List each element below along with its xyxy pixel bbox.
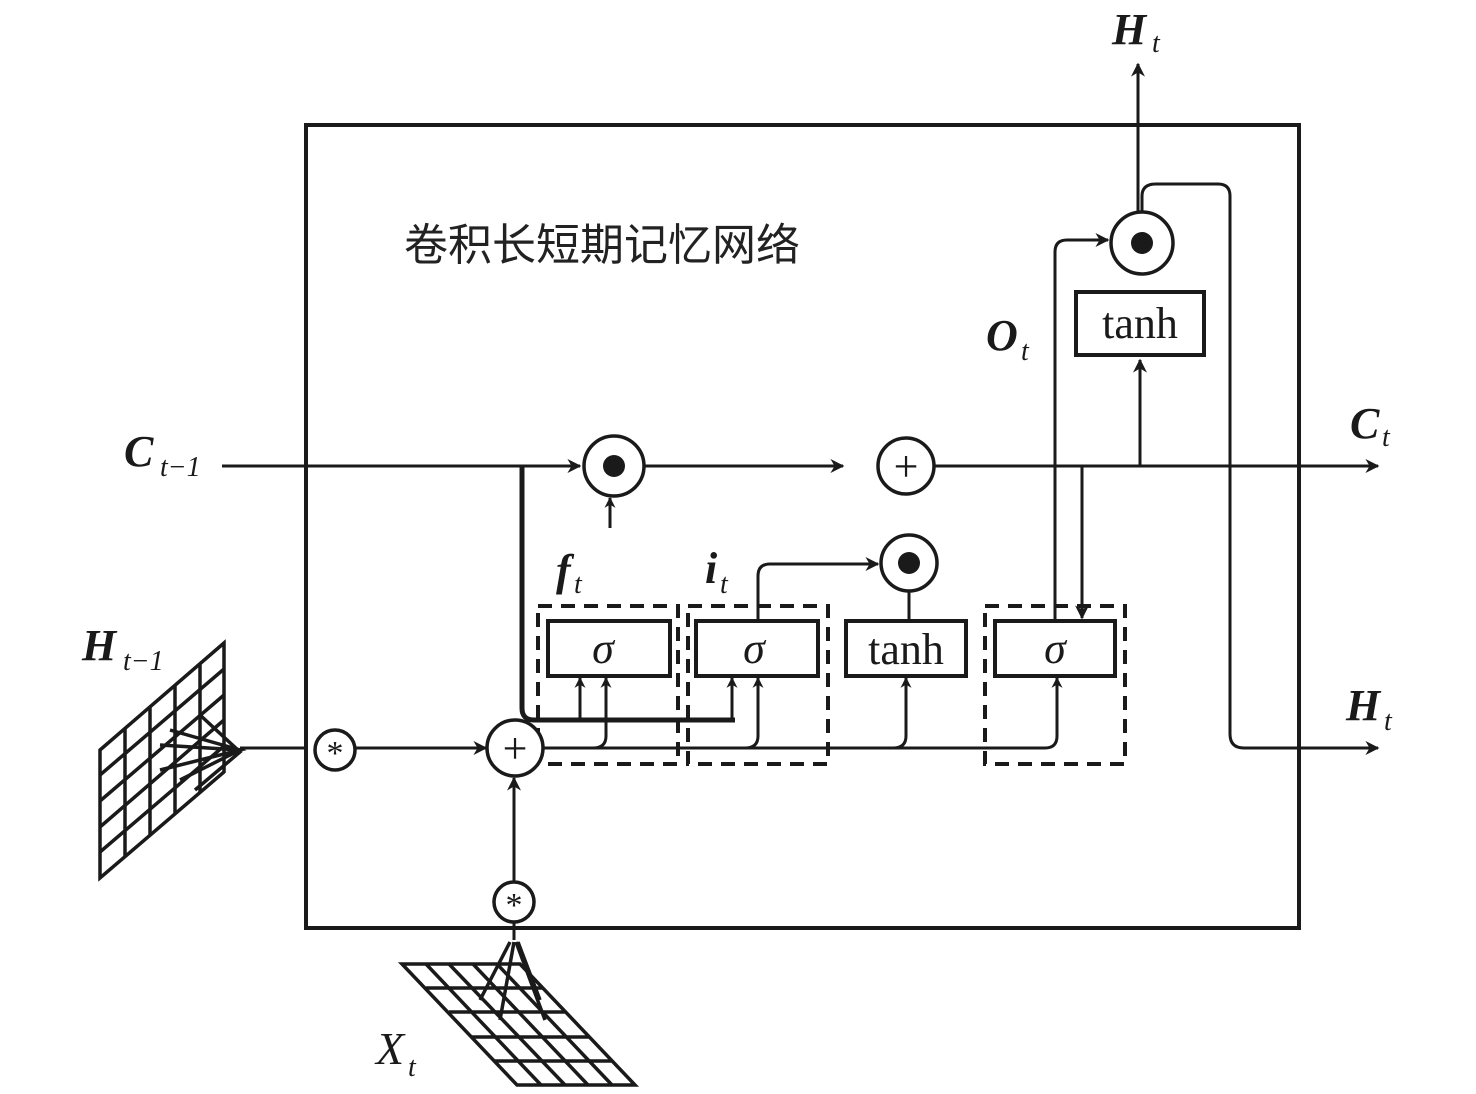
svg-text:*: * [506, 887, 523, 924]
label-h-next-top: H t [1111, 5, 1161, 59]
input-bus-line [543, 676, 1063, 750]
input-multiply-node [879, 533, 939, 593]
candidate-tanh-block: tanh [844, 619, 968, 678]
svg-text:σ: σ [743, 624, 767, 673]
label-input-gate: i t [705, 544, 729, 600]
svg-text:X: X [374, 1023, 406, 1074]
peephole-thick-line [519, 466, 735, 723]
bus-to-forget-b [592, 676, 612, 750]
svg-text:H: H [1111, 5, 1148, 54]
svg-text:t: t [720, 569, 729, 600]
label-c-next: C t [1350, 399, 1391, 453]
convlstm-cell-frame [304, 123, 1301, 930]
svg-text:t: t [1021, 336, 1030, 367]
svg-text:tanh: tanh [868, 625, 944, 674]
cell-tanh-block: tanh [1074, 290, 1206, 357]
x-input-feature-map-icon [397, 941, 640, 1087]
svg-text:C: C [124, 427, 154, 476]
label-output-gate: O t [986, 311, 1030, 367]
x-conv-node: * [492, 880, 536, 924]
cell-add-node: + [876, 436, 936, 496]
label-h-next-right: H t [1345, 681, 1393, 737]
h-conv-node: * [313, 728, 357, 772]
bus-to-input-b [744, 676, 764, 750]
svg-text:t: t [1384, 706, 1393, 737]
label-x-input: X t [374, 1023, 417, 1083]
svg-text:C: C [1350, 399, 1380, 448]
output-gate-line [1053, 233, 1110, 621]
svg-text:O: O [986, 311, 1018, 360]
svg-text:t: t [1382, 422, 1391, 453]
output-sigma-block: σ [993, 619, 1117, 678]
svg-text:tanh: tanh [1102, 299, 1178, 348]
input-sigma-block: σ [694, 619, 820, 678]
label-c-prev: C t−1 [124, 427, 201, 483]
h-next-right-line [1140, 182, 1380, 755]
svg-text:H: H [81, 621, 118, 670]
forget-multiply-node [582, 434, 646, 498]
svg-text:f: f [556, 546, 575, 595]
svg-text:+: + [894, 442, 919, 491]
svg-text:t: t [408, 1052, 417, 1083]
output-multiply-node [1109, 210, 1175, 276]
forget-gate-group [536, 604, 680, 766]
svg-text:+: + [503, 724, 528, 773]
svg-text:t−1: t−1 [160, 452, 201, 483]
diagram-title: 卷积长短期记忆网络 [404, 220, 800, 271]
h-prev-feature-map-icon [98, 639, 247, 882]
svg-text:i: i [705, 544, 718, 593]
input-sum-node: + [485, 718, 545, 778]
forget-sigma-block: σ [546, 619, 672, 678]
input-gate-output-arrow [756, 557, 880, 621]
svg-text:σ: σ [1044, 624, 1068, 673]
svg-text:t: t [574, 569, 583, 600]
svg-text:H: H [1345, 681, 1382, 730]
label-h-prev: H t−1 [81, 621, 164, 677]
bus-to-tanh [892, 676, 912, 750]
svg-text:t−1: t−1 [123, 646, 164, 677]
svg-text:*: * [327, 735, 344, 772]
svg-text:σ: σ [592, 624, 616, 673]
svg-text:t: t [1152, 28, 1161, 59]
label-forget-gate: f t [556, 546, 583, 600]
